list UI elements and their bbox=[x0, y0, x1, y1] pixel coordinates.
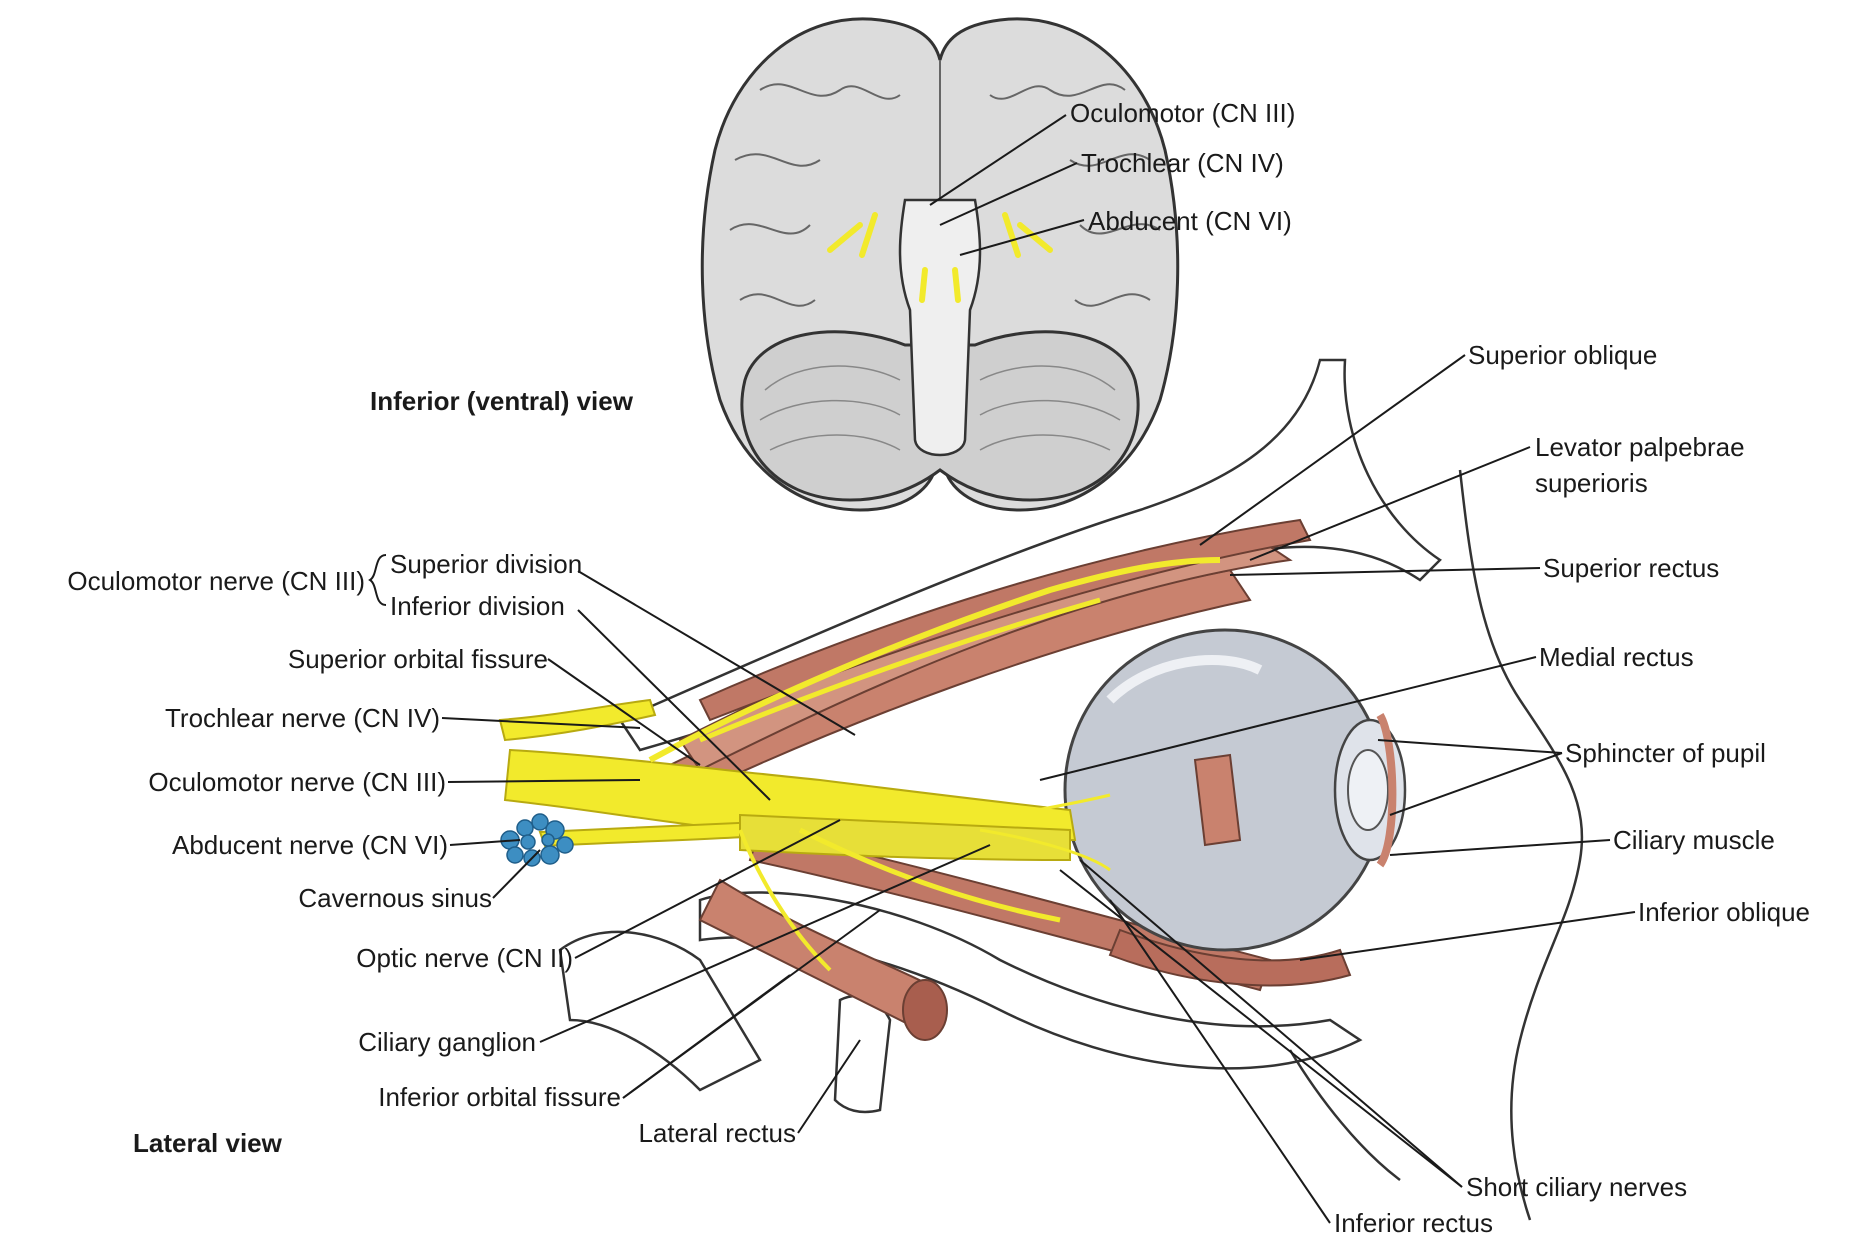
label-levator-line2: superioris bbox=[1535, 468, 1648, 498]
brain-inferior-view bbox=[702, 19, 1177, 510]
label-sphincter-of-pupil: Sphincter of pupil bbox=[1565, 738, 1766, 768]
label-brain-oculomotor: Oculomotor (CN III) bbox=[1070, 98, 1295, 128]
label-inferior-oblique: Inferior oblique bbox=[1638, 897, 1810, 927]
label-brain-abducent: Abducent (CN VI) bbox=[1088, 206, 1292, 236]
label-trochlear-nerve: Trochlear nerve (CN IV) bbox=[165, 703, 440, 733]
lateral-rectus-cut-end bbox=[903, 980, 947, 1040]
label-ciliary-muscle: Ciliary muscle bbox=[1613, 825, 1775, 855]
maxilla-outline bbox=[1290, 1050, 1400, 1180]
label-short-ciliary-nerves: Short ciliary nerves bbox=[1466, 1172, 1687, 1202]
label-superior-orbital-fissure: Superior orbital fissure bbox=[288, 644, 548, 674]
bone-strut bbox=[835, 996, 890, 1112]
label-ciliary-ganglion: Ciliary ganglion bbox=[358, 1027, 536, 1057]
label-superior-rectus: Superior rectus bbox=[1543, 553, 1719, 583]
label-oculomotor-group: Oculomotor nerve (CN III) bbox=[67, 566, 365, 596]
label-oculomotor-nerve: Oculomotor nerve (CN III) bbox=[148, 767, 446, 797]
label-superior-oblique: Superior oblique bbox=[1468, 340, 1657, 370]
label-abducent-nerve: Abducent nerve (CN VI) bbox=[172, 830, 448, 860]
lateral-view-title: Lateral view bbox=[133, 1128, 283, 1158]
inferior-bone-block bbox=[560, 932, 760, 1090]
label-inferior-rectus: Inferior rectus bbox=[1334, 1208, 1493, 1237]
label-lateral-rectus: Lateral rectus bbox=[638, 1118, 796, 1148]
label-superior-division: Superior division bbox=[390, 549, 582, 579]
inferior-view-title: Inferior (ventral) view bbox=[370, 386, 634, 416]
eyeball bbox=[1065, 630, 1405, 950]
label-medial-rectus: Medial rectus bbox=[1539, 642, 1694, 672]
label-optic-nerve: Optic nerve (CN II) bbox=[356, 943, 573, 973]
label-levator-line1: Levator palpebrae bbox=[1535, 432, 1745, 462]
label-brain-trochlear: Trochlear (CN IV) bbox=[1081, 148, 1284, 178]
label-inferior-orbital-fissure: Inferior orbital fissure bbox=[378, 1082, 621, 1112]
label-inferior-division: Inferior division bbox=[390, 591, 565, 621]
pupil-lens bbox=[1348, 750, 1388, 830]
label-cavernous-sinus: Cavernous sinus bbox=[298, 883, 492, 913]
